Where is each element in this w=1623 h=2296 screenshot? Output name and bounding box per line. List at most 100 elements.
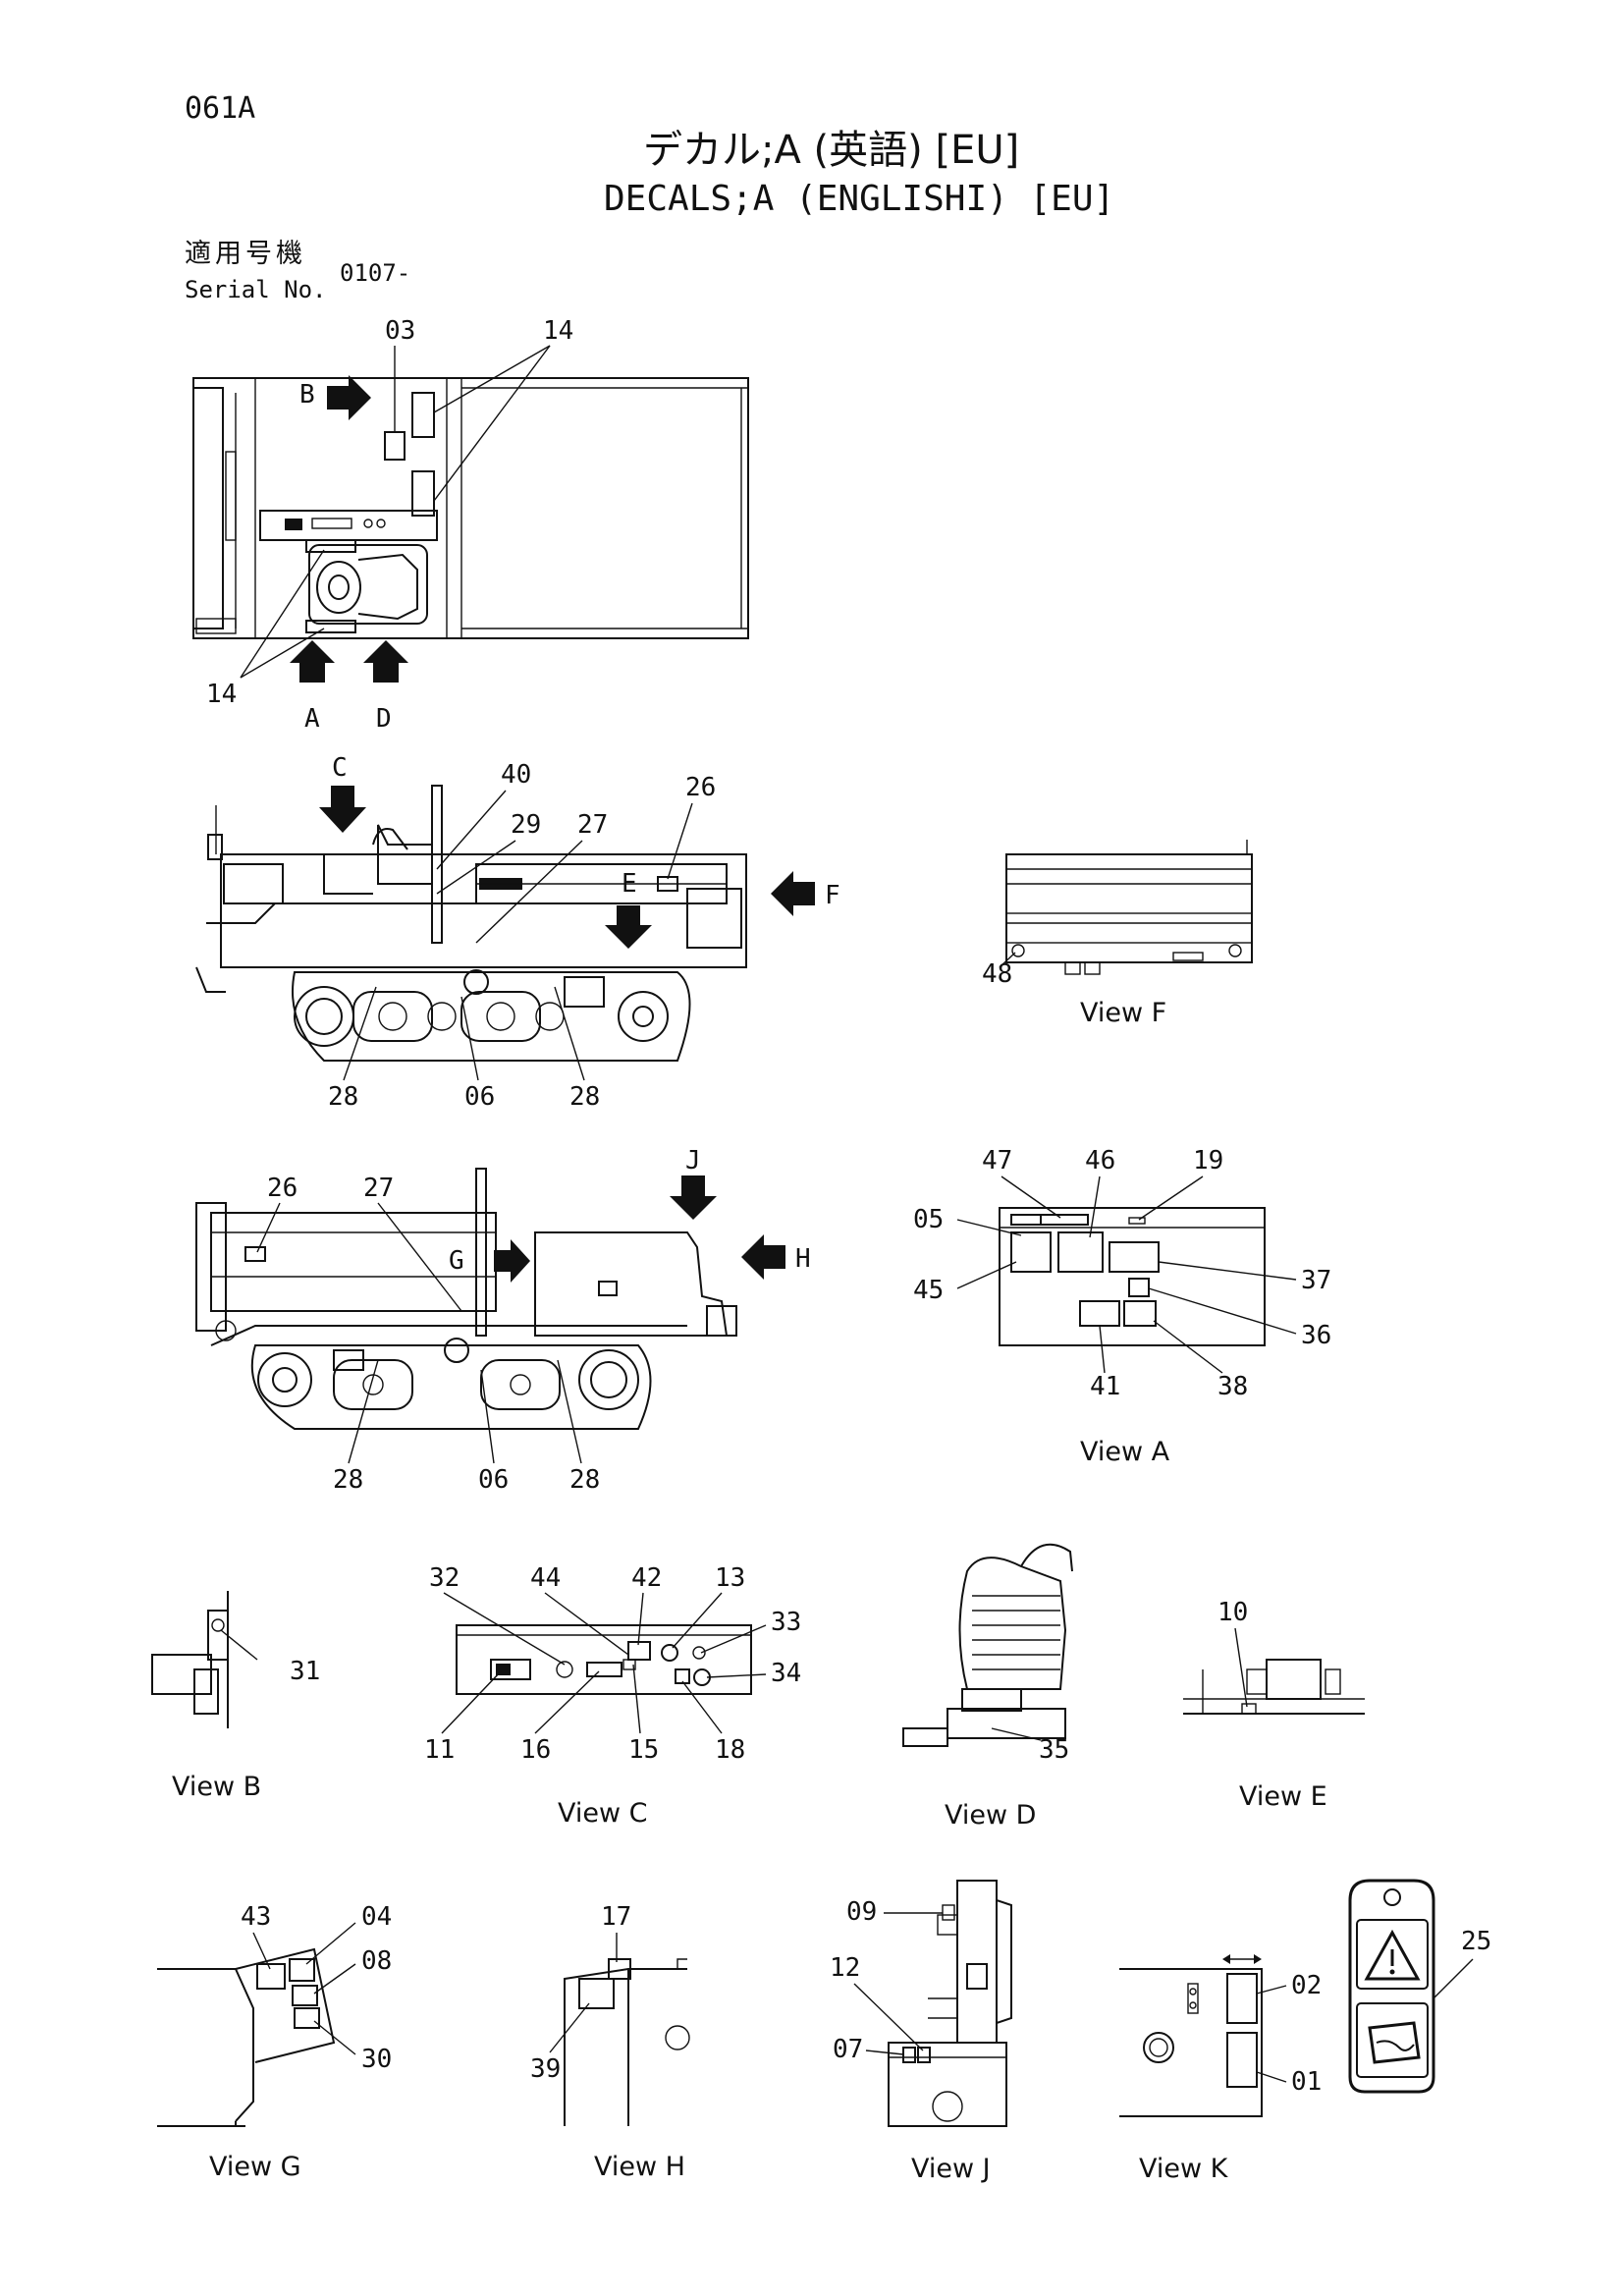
arrow-e-label: E — [622, 869, 637, 899]
callout-16: 16 — [520, 1735, 551, 1765]
callout-45: 45 — [913, 1276, 944, 1305]
callout-41: 41 — [1090, 1372, 1120, 1401]
callout-27: 27 — [577, 810, 608, 840]
arrow-a-label: A — [304, 704, 320, 734]
side-view-1-callouts: 40 29 27 26 28 06 28 — [328, 760, 716, 1112]
view-d: 35 View D — [902, 1543, 1073, 1831]
callout-33: 33 — [771, 1608, 801, 1637]
callout-36: 36 — [1301, 1321, 1331, 1350]
serial-label-japanese: 適用号機 — [185, 239, 306, 269]
view-e-label: View E — [1239, 1781, 1327, 1812]
view-a-label: View A — [1080, 1437, 1170, 1467]
arrow-e-icon — [605, 905, 652, 949]
serial-label-english: Serial No. — [185, 276, 327, 303]
serial-value: 0107- — [340, 259, 411, 287]
tag-hole-icon — [1383, 1888, 1401, 1906]
drawing-code: 061A — [185, 91, 256, 126]
callout-04: 04 — [361, 1902, 392, 1932]
callout-48: 48 — [982, 959, 1012, 989]
view-g: 43 04 08 30 View G — [157, 1902, 392, 2182]
callout-37: 37 — [1301, 1266, 1331, 1295]
view-e: 10 View E — [1183, 1598, 1365, 1812]
arrow-c-label: C — [332, 753, 348, 783]
top-view-arrows: B A D — [290, 375, 408, 734]
view-h: 17 39 View H — [530, 1902, 690, 2182]
callout-47: 47 — [982, 1146, 1012, 1175]
view-c-label: View C — [558, 1798, 648, 1829]
manual-book-icon — [1368, 2021, 1421, 2064]
side-view-1-arrows: C E F — [319, 753, 840, 949]
arrow-a-icon — [290, 640, 335, 683]
callout-09: 09 — [846, 1897, 877, 1927]
side-view-1-machine — [195, 785, 747, 1062]
callout-05: 05 — [913, 1205, 944, 1234]
callout-43: 43 — [241, 1902, 271, 1932]
callout-02: 02 — [1291, 1971, 1322, 2000]
callout-28: 28 — [328, 1082, 358, 1112]
callout-10: 10 — [1217, 1598, 1248, 1627]
view-k: 02 01 View K — [1119, 1954, 1322, 2184]
arrow-f-label: F — [825, 881, 840, 910]
top-view-callouts: 03 14 14 — [206, 316, 573, 709]
view-f-label: View F — [1080, 998, 1166, 1028]
arrow-f-icon — [771, 871, 815, 916]
arrow-j-label: J — [685, 1146, 701, 1175]
callout-03: 03 — [385, 316, 415, 346]
view-c: 32 44 42 13 33 34 11 16 15 18 View C — [424, 1563, 801, 1829]
arrow-j-icon — [670, 1175, 717, 1220]
title-japanese: デカル;A (英語) [EU] — [643, 128, 1020, 173]
arrow-c-icon — [319, 786, 366, 833]
top-view-machine — [192, 377, 749, 639]
side-view-2-callouts: 26 27 28 06 28 — [256, 1174, 600, 1495]
callout-31: 31 — [290, 1657, 320, 1686]
callout-26: 26 — [267, 1174, 298, 1203]
callout-27: 27 — [363, 1174, 394, 1203]
view-h-label: View H — [594, 2152, 685, 2182]
callout-44: 44 — [530, 1563, 561, 1593]
view-b: 31 View B — [151, 1591, 320, 1802]
callout-42: 42 — [631, 1563, 662, 1593]
callout-28: 28 — [569, 1082, 600, 1112]
callout-06: 06 — [478, 1465, 509, 1495]
warning-triangle-icon — [1364, 1929, 1421, 1981]
callout-29: 29 — [511, 810, 541, 840]
view-b-label: View B — [172, 1772, 261, 1802]
callout-30: 30 — [361, 2045, 392, 2074]
title-english: DECALS;A (ENGLISHI) [EU] — [604, 179, 1115, 219]
side-view-2-arrows: G J H — [449, 1146, 811, 1283]
callout-12: 12 — [830, 1953, 860, 1983]
callout-46: 46 — [1085, 1146, 1115, 1175]
arrow-d-label: D — [376, 704, 392, 734]
arrow-g-label: G — [449, 1246, 464, 1276]
callout-18: 18 — [715, 1735, 745, 1765]
side-view-2-machine — [195, 1168, 737, 1430]
arrow-h-icon — [741, 1234, 785, 1280]
callout-19: 19 — [1193, 1146, 1223, 1175]
view-j-label: View J — [911, 2154, 991, 2184]
callout-28: 28 — [333, 1465, 363, 1495]
callout-01: 01 — [1291, 2067, 1322, 2097]
callout-32: 32 — [429, 1563, 460, 1593]
arrow-b-label: B — [299, 380, 315, 410]
view-j: 09 12 07 View J — [830, 1880, 1012, 2184]
view-a: 47 46 19 05 45 37 36 41 38 View A — [913, 1146, 1331, 1467]
view-g-label: View G — [209, 2152, 301, 2182]
callout-17: 17 — [601, 1902, 631, 1932]
callout-39: 39 — [530, 2054, 561, 2084]
callout-38: 38 — [1217, 1372, 1248, 1401]
callout-13: 13 — [715, 1563, 745, 1593]
view-f: 48 View F — [982, 840, 1253, 1028]
callout-34: 34 — [771, 1659, 801, 1688]
callout-06: 06 — [464, 1082, 495, 1112]
callout-07: 07 — [833, 2035, 863, 2064]
callout-08: 08 — [361, 1946, 392, 1976]
callout-35: 35 — [1039, 1735, 1069, 1765]
callout-11: 11 — [424, 1735, 455, 1765]
callout-25: 25 — [1461, 1927, 1491, 1956]
callout-14: 14 — [543, 316, 573, 346]
view-d-label: View D — [945, 1800, 1036, 1831]
view-k-label: View K — [1139, 2154, 1229, 2184]
callout-15: 15 — [628, 1735, 659, 1765]
callout-28: 28 — [569, 1465, 600, 1495]
